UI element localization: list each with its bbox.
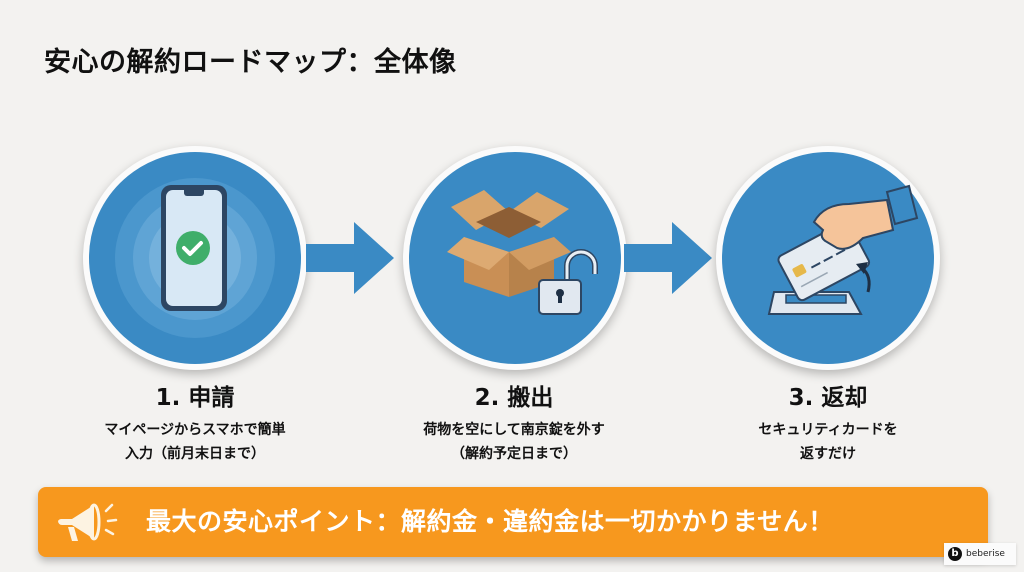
step-1-title: 1. 申請 xyxy=(155,385,235,411)
highlight-banner: 最大の安心ポイント：解約金・違約金は一切かかりません！ xyxy=(38,487,988,557)
step-2-circle xyxy=(403,146,627,370)
step-1-circle xyxy=(83,146,307,370)
step-2-desc-line2: （解約予定日まで） xyxy=(451,446,577,462)
arrow-right-icon xyxy=(306,222,394,294)
smartphone-check-icon xyxy=(115,178,275,338)
step-3-desc-line2: 返すだけ xyxy=(800,446,856,462)
arrow-right-icon xyxy=(624,222,712,294)
page-title: 安心の解約ロードマップ：全体像 xyxy=(44,47,457,78)
step-3-circle xyxy=(716,146,940,370)
step-3-title: 3. 返却 xyxy=(788,385,868,411)
banner-text: 最大の安心ポイント：解約金・違約金は一切かかりません！ xyxy=(146,507,834,536)
step-3-desc-line1: セキュリティカードを xyxy=(758,422,898,438)
step-1-desc-line2: 入力（前月末日まで） xyxy=(125,446,265,462)
megaphone-icon xyxy=(58,503,118,541)
box-unlocked-padlock-icon xyxy=(447,190,598,315)
brand-logo: b beberise xyxy=(944,543,1016,565)
logo-mark: b xyxy=(948,547,962,561)
step-1-desc-line1: マイページからスマホで簡単 xyxy=(104,422,286,438)
card-return-icon xyxy=(767,184,919,315)
step-2-desc-line1: 荷物を空にして南京錠を外す xyxy=(423,422,605,438)
logo-text: beberise xyxy=(966,549,1005,559)
step-2-title: 2. 搬出 xyxy=(474,385,554,411)
